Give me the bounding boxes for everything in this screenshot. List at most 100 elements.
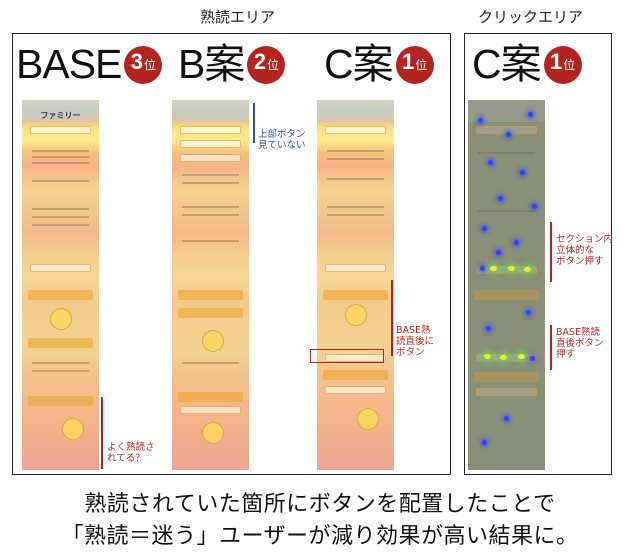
variant-name: C案 [472,41,542,87]
mock-ribbon [28,290,93,300]
click-heatmap-frame [464,33,612,475]
mock-ribbon [323,290,388,300]
click-heatmap-page-c [468,100,545,470]
mock-header [468,100,545,122]
click-dot [518,354,525,359]
mock-text-line [32,208,89,210]
mock-text-line [327,206,384,208]
coin-icon [357,408,379,430]
mock-text-line [182,182,239,184]
annotation-bracket [391,280,393,356]
mock-ribbon [474,372,539,382]
click-dot [482,226,487,231]
click-dot [496,250,501,255]
click-dot [520,170,525,175]
click-dot [524,267,531,272]
mock-text-line [182,362,239,364]
annotation-bracket [101,397,103,469]
mock-page-title: ファミリー [40,111,81,120]
mock-text-line [32,150,89,152]
scroll-heatmap-frame [12,33,451,475]
caption-line-1: 熟読されていた箇所にボタンを配置したことで [84,492,556,517]
mock-text-line [32,156,89,158]
mock-ribbon [178,308,243,318]
heatmap-page-b [172,100,249,470]
mock-ribbon [474,290,539,300]
click-dot [486,326,491,331]
click-dot [514,240,519,245]
coin-icon [202,422,224,444]
click-area-label: クリックエリア [478,8,584,26]
click-dot [480,266,485,271]
annotation-bracket [253,103,255,143]
mock-text-line [327,214,384,216]
variant-name: B案 [178,41,245,87]
mock-text-line [32,180,89,182]
mock-button [476,266,537,274]
mock-ribbon [178,290,243,300]
mock-button [30,126,91,134]
mock-ribbon [28,396,93,406]
annotation-bracket [550,325,552,370]
mock-header [172,100,249,122]
mock-button [180,154,241,162]
annotation-highlight-box [310,349,384,363]
mock-button [180,126,241,134]
mock-ribbon [178,392,243,402]
mock-ribbon [323,370,388,380]
mock-button [325,126,386,134]
mock-text-line [327,178,384,180]
mock-text-line [327,150,384,152]
click-dot [530,356,535,361]
mock-button [476,388,537,396]
mock-button [180,140,241,148]
click-dot [490,266,497,271]
coin-icon [62,418,84,440]
mock-text-line [327,158,384,160]
click-dot [484,354,491,359]
click-dot [482,440,487,445]
mock-button [325,264,386,272]
annotation-click-section: セクション内 立体的な ボタン押す [556,234,614,267]
mock-text-line [32,224,89,226]
click-dot [478,118,483,123]
mock-button [325,354,386,362]
mock-header [22,100,99,122]
mock-text-line [32,216,89,218]
annotation-b-top-button: 上部ボタン 見ていない [258,129,306,151]
click-dot [500,355,507,360]
annotation-bracket [550,222,552,282]
mock-text-line [182,240,239,242]
click-dot [498,196,503,201]
mock-text-line [182,214,239,216]
mock-button [180,406,241,414]
scroll-area-label: 熟読エリア [200,8,276,26]
click-dot [506,132,511,137]
mock-text-line [478,152,535,154]
caption-line-2: 「熟読＝迷う」ユーザーが減り効果が高い結果に。 [61,524,579,549]
mock-text-line [32,370,89,372]
heatmap-page-base: ファミリー [22,100,99,470]
coin-icon [50,308,72,330]
click-dot [504,416,509,421]
mock-button [325,386,386,394]
mock-text-line [182,206,239,208]
annotation-click-after-read: BASE熟読 直後ボタン 押す [556,327,604,360]
variant-name: C案 [324,41,394,87]
mock-ribbon [28,338,93,348]
annotation-c-after-read: BASE熟 読直後に ボタン [396,325,435,358]
variant-name: BASE [16,41,122,87]
mock-text-line [478,210,535,212]
mock-header [317,100,394,122]
heatmap-page-c [317,100,394,470]
click-dot [526,310,531,315]
click-dot [532,204,537,209]
